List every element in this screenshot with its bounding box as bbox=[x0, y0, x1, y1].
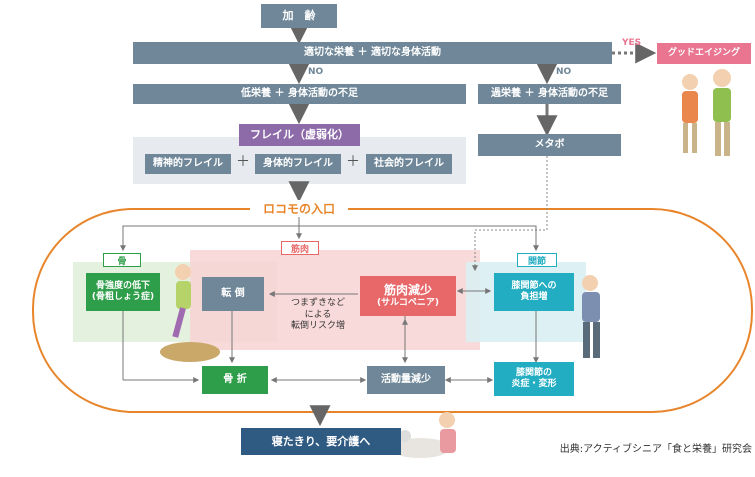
under-nutrition-box: 低栄養 ＋ 身体活動の不足 bbox=[133, 84, 466, 104]
fall-box: 転 倒 bbox=[202, 277, 264, 311]
metabo-label: メタボ bbox=[534, 138, 565, 150]
no-label-right: NO bbox=[556, 67, 572, 77]
frailty-social-box: 社会的フレイル bbox=[366, 154, 452, 174]
activity-down-box: 活動量減少 bbox=[367, 366, 445, 394]
yes-label: YES bbox=[622, 38, 642, 48]
aging-box: 加 齢 bbox=[261, 4, 337, 28]
over-nutrition-box: 過栄養 ＋ 身体活動の不足 bbox=[478, 84, 621, 104]
bedridden-label: 寝たきり、要介護へ bbox=[271, 434, 371, 448]
frailty-mental-box: 精神的フレイル bbox=[145, 154, 231, 174]
locomo-title: ロコモの入口 bbox=[250, 200, 348, 217]
good-aging-label: グッドエイジング bbox=[667, 47, 740, 58]
falling-woman-illustration bbox=[160, 264, 220, 362]
fracture-label: 骨 折 bbox=[223, 373, 247, 385]
muscle-tab: 筋肉 bbox=[281, 241, 319, 255]
bone-loss-box: 骨強度の低下 (骨粗しょう症) bbox=[86, 273, 160, 311]
sarcopenia-main-label: 筋肉減少 bbox=[383, 282, 432, 297]
knee-inflammation-box: 膝関節の 炎症・変形 bbox=[494, 362, 574, 396]
metabo-box: メタボ bbox=[478, 134, 621, 156]
trip-risk-text: つまずきなど による 転倒リスク増 bbox=[290, 298, 345, 332]
walking-couple-illustration bbox=[682, 69, 731, 156]
sarcopenia-sub-label: (サルコペニア) bbox=[376, 297, 440, 308]
no-label-left: NO bbox=[308, 67, 324, 77]
aging-label: 加 齢 bbox=[282, 9, 316, 23]
nutrition-activity-box: 適切な栄養 ＋ 適切な身体活動 bbox=[133, 42, 612, 64]
frailty-physical-box: 身体的フレイル bbox=[255, 154, 341, 174]
bedridden-box: 寝たきり、要介護へ bbox=[241, 428, 401, 455]
sarcopenia-box: 筋肉減少 (サルコペニア) bbox=[360, 276, 456, 316]
bone-tab: 骨 bbox=[103, 253, 141, 267]
frailty-physical-label: 身体的フレイル bbox=[263, 157, 333, 169]
plus-sign-1: ＋ bbox=[236, 154, 250, 170]
knee-pain-man-illustration bbox=[582, 275, 600, 358]
bone-loss-label: 骨強度の低下 (骨粗しょう症) bbox=[91, 280, 155, 302]
knee-inflammation-label: 膝関節の 炎症・変形 bbox=[511, 367, 557, 389]
frailty-label: フレイル（虚弱化） bbox=[250, 128, 349, 142]
locomo-capsule bbox=[32, 208, 753, 413]
frailty-box: フレイル（虚弱化） bbox=[239, 124, 360, 146]
over-nutrition-label: 過栄養 ＋ 身体活動の不足 bbox=[491, 87, 608, 99]
nutrition-activity-label: 適切な栄養 ＋ 適切な身体活動 bbox=[304, 46, 441, 58]
frailty-social-label: 社会的フレイル bbox=[374, 157, 444, 169]
caregiver-illustration bbox=[390, 412, 456, 458]
good-aging-box: グッドエイジング bbox=[657, 43, 751, 64]
joint-tab: 関節 bbox=[517, 253, 557, 267]
fracture-box: 骨 折 bbox=[202, 366, 268, 394]
fall-label: 転 倒 bbox=[221, 287, 245, 299]
plus-sign-2: ＋ bbox=[346, 154, 360, 170]
knee-load-box: 膝関節への 負担増 bbox=[494, 273, 574, 311]
under-nutrition-label: 低栄養 ＋ 身体活動の不足 bbox=[241, 87, 358, 99]
source-text: 出典:アクティブシニア「食と栄養」研究会 bbox=[559, 444, 752, 455]
activity-down-label: 活動量減少 bbox=[381, 373, 431, 385]
knee-load-label: 膝関節への 負担増 bbox=[511, 280, 557, 302]
frailty-mental-label: 精神的フレイル bbox=[153, 157, 223, 169]
